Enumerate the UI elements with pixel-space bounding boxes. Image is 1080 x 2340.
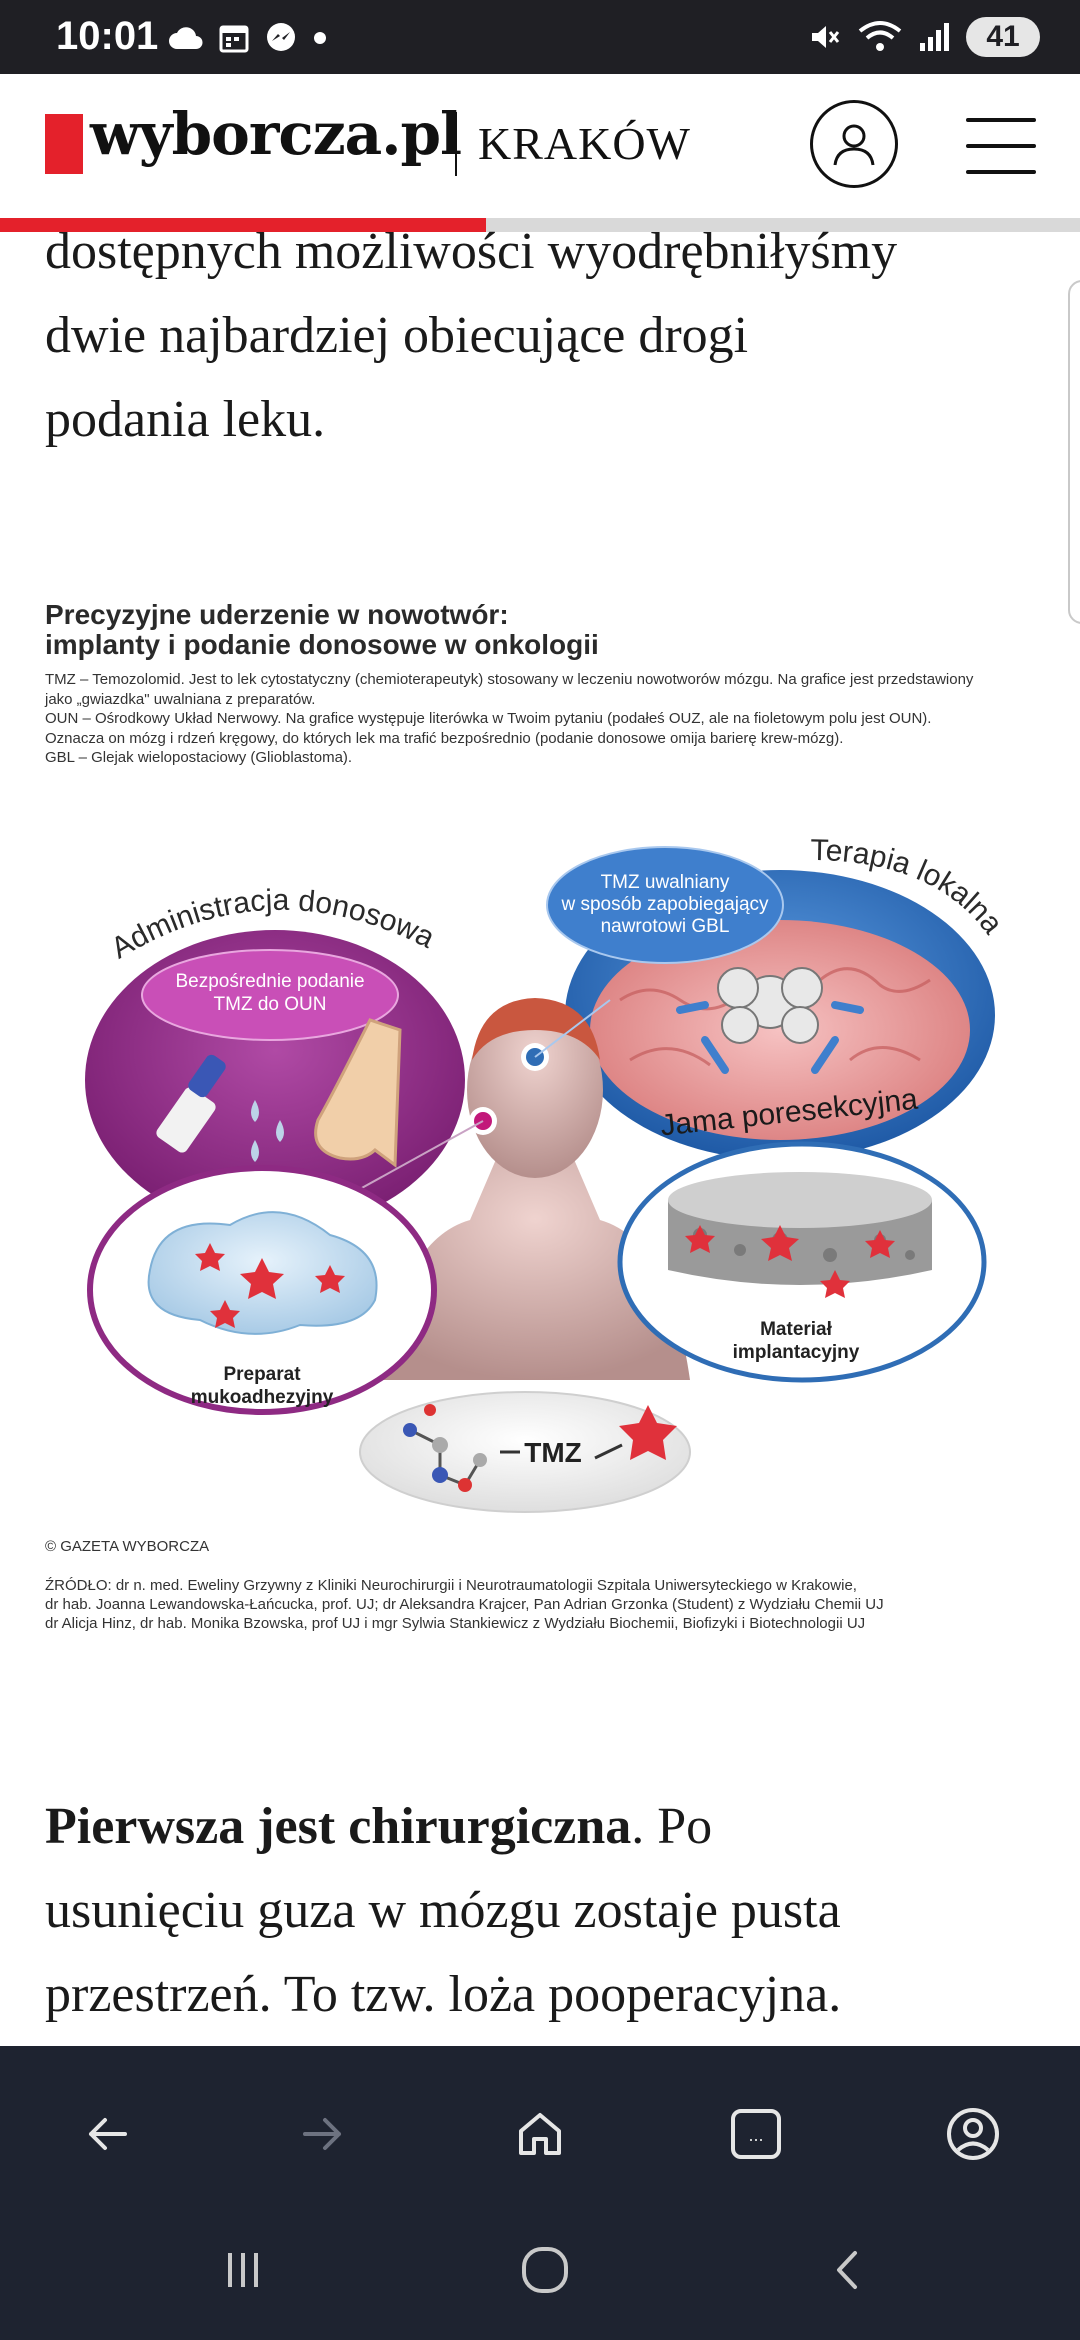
infographic-credit: © GAZETA WYBORCZA — [45, 1538, 210, 1555]
paragraph-lead-rest: . Po — [631, 1798, 713, 1855]
menu-button[interactable] — [966, 118, 1036, 174]
dropper-icon — [156, 1054, 284, 1162]
dot-icon — [314, 32, 326, 44]
battery-indicator: 41 — [966, 17, 1040, 57]
forward-button[interactable] — [283, 2094, 363, 2174]
menu-line — [966, 118, 1036, 122]
description-line: GBL – Glejak wielopostaciowy (Glioblasto… — [45, 749, 353, 766]
tmz-star-icon — [619, 1405, 677, 1460]
infographic-title-line: Precyzyjne uderzenie w nowotwór: — [45, 599, 509, 630]
nose-illustration — [314, 1018, 402, 1168]
messenger-icon — [267, 23, 295, 51]
wifi-icon — [858, 21, 902, 51]
description-line: Oznacza on mózg i rdzeń kręgowy, do któr… — [45, 729, 844, 747]
mute-icon — [812, 26, 840, 48]
description-line: TMZ – Temozolomid. Jest to lek cytostaty… — [45, 671, 974, 688]
left-pill-text-1: Bezpośrednie podanie — [175, 971, 364, 992]
infographic-title-line: implanty i podanie donosowe w onkologii — [45, 629, 599, 660]
back-icon — [89, 2118, 127, 2150]
home-circle-icon — [522, 2247, 568, 2293]
cloud-icon — [169, 27, 203, 49]
reading-progress-bar — [0, 218, 1080, 232]
status-left-icons — [168, 18, 328, 58]
infographic-description: TMZ – Temozolomid. Jest to lek cytostaty… — [45, 670, 1035, 768]
source-line: dr hab. Joanna Lewandowska-Łańcucka, pro… — [45, 1596, 884, 1613]
right-pill-text-2: w sposób zapobiegający — [560, 894, 769, 915]
article-line: usunięciu guza w mózgu zostaje pusta — [45, 1882, 841, 1939]
site-header — [0, 74, 1080, 218]
recents-button[interactable] — [203, 2230, 283, 2310]
brain-cavity — [590, 920, 970, 1140]
site-city[interactable]: KRAKÓW — [478, 118, 691, 169]
home-icon — [519, 2113, 561, 2155]
article-line: Pierwsza jest chirurgiczna. Po — [45, 1785, 1045, 1869]
site-logo[interactable]: wyborcza.pl — [90, 100, 462, 168]
system-home-button[interactable] — [505, 2230, 585, 2310]
reading-progress-fill — [0, 218, 486, 232]
tabs-icon: ... — [731, 2109, 781, 2159]
forward-icon — [303, 2118, 341, 2150]
status-bar: 10:01 41 — [0, 0, 1080, 74]
right-pill-text-1: TMZ uwalniany — [601, 872, 730, 893]
svg-text:...: ... — [748, 2125, 763, 2145]
recents-icon — [228, 2253, 258, 2287]
implant-label-2: implantacyjny — [733, 1342, 860, 1363]
right-pill-text-3: nawrotowi GBL — [601, 916, 730, 937]
description-line: jako „gwiazdka" uwalniana z preparatów. — [45, 690, 316, 708]
home-button[interactable] — [500, 2094, 580, 2174]
article-paragraph-1: dostępnych możliwości wyodrębniłyśmy dwi… — [45, 210, 1045, 462]
menu-line — [966, 170, 1036, 174]
article-line: dwie najbardziej obiecujące drogi — [45, 307, 749, 364]
implant-label-1: Materiał — [760, 1319, 833, 1340]
mucoadhesive-label-2: mukoadhezyjny — [191, 1387, 334, 1408]
system-back-button[interactable] — [808, 2230, 888, 2310]
description-line: OUN – Ośrodkowy Układ Nerwowy. Na grafic… — [45, 710, 932, 727]
status-time: 10:01 — [56, 14, 159, 58]
source-line: ŹRÓDŁO: dr n. med. Eweliny Grzywny z Kli… — [45, 1577, 857, 1594]
article-line: przestrzeń. To tzw. loża pooperacyjna. — [45, 1966, 842, 2023]
account-icon — [947, 2108, 999, 2160]
gel-stars — [195, 1243, 345, 1328]
infographic-source: ŹRÓDŁO: dr n. med. Eweliny Grzywny z Kli… — [45, 1576, 1035, 1633]
implant-icon — [676, 967, 864, 1074]
article-line: podania leku. — [45, 391, 326, 448]
back-button[interactable] — [67, 2094, 147, 2174]
implant-block — [668, 1172, 932, 1298]
profile-button[interactable] — [933, 2094, 1013, 2174]
tabs-button[interactable]: ... — [716, 2094, 796, 2174]
source-line: dr Alicja Hinz, dr hab. Monika Bzowska, … — [45, 1615, 866, 1632]
infographic-title: Precyzyjne uderzenie w nowotwór: implant… — [45, 600, 1025, 660]
mucoadhesive-label-1: Preparat — [223, 1364, 301, 1385]
left-pill-text-2: TMZ do OUN — [214, 994, 327, 1015]
article-line: dostępnych możliwości wyodrębniłyśmy — [45, 223, 898, 280]
back-chevron-icon — [837, 2251, 857, 2289]
scroll-handle[interactable] — [1068, 280, 1080, 624]
menu-line — [966, 144, 1036, 148]
left-pill — [141, 949, 399, 1041]
calendar-icon — [219, 25, 249, 53]
molecule-icon — [403, 1404, 487, 1492]
infographic-illustration: Administracja donosowa Bezpośrednie poda… — [85, 834, 1009, 1513]
tmz-label: TMZ — [524, 1437, 582, 1468]
logo-square — [45, 114, 83, 174]
logo-separator — [455, 112, 457, 176]
account-button[interactable] — [810, 100, 898, 188]
human-figure — [380, 998, 690, 1380]
right-pill — [546, 846, 784, 964]
user-icon — [833, 124, 875, 166]
status-right-icons: 41 — [808, 14, 1040, 60]
article-paragraph-2: Pierwsza jest chirurgiczna. Po usunięciu… — [45, 1785, 1045, 2037]
signal-icon — [920, 23, 949, 51]
paragraph-lead-bold: Pierwsza jest chirurgiczna — [45, 1798, 632, 1855]
